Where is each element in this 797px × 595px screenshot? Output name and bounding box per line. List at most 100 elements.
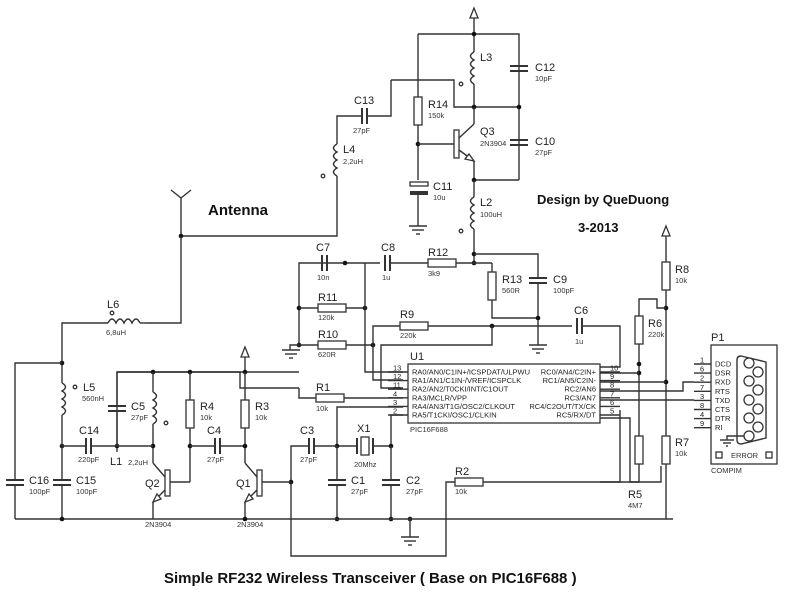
svg-text:560nH: 560nH (82, 394, 104, 403)
svg-text:120k: 120k (318, 313, 335, 322)
svg-text:100pF: 100pF (76, 487, 98, 496)
p1-led-left (715, 451, 723, 459)
resistor-r2: R2 10k (454, 466, 484, 496)
svg-text:C11: C11 (433, 181, 452, 193)
p1-status-label: ERROR (731, 451, 759, 460)
svg-text:27pF: 27pF (535, 148, 553, 157)
pin-name: RC0/AN4/C2IN+ (541, 368, 597, 377)
inductor-l2: L2 100uH (458, 196, 502, 234)
svg-text:C1: C1 (351, 475, 365, 487)
vcc-right (661, 224, 671, 262)
pin-number: 9 (610, 372, 614, 381)
pin-name: RA4/AN3/T1G/OSC2/CLKOUT (412, 402, 515, 411)
svg-text:6,8uH: 6,8uH (106, 328, 126, 337)
capacitor-c13: C13 27pF (353, 95, 374, 135)
pin-number: 6 (700, 365, 704, 374)
pin-name: RC5/RX/DT (556, 411, 596, 420)
antenna-label: Antenna (208, 202, 269, 219)
svg-text:R2: R2 (455, 466, 469, 478)
u1-pin-left: 12 RA1/AN1/C1IN-/VREF/ICSPCLK (388, 372, 521, 385)
pin-name: RA0/AN0/C1IN+/ICSPDAT/ULPWU (412, 368, 530, 377)
pin-number: 13 (393, 364, 401, 373)
svg-text:27pF: 27pF (353, 126, 371, 135)
pin-number: 6 (610, 398, 614, 407)
connector-p1: P1 COMPIM ERROR (710, 332, 778, 475)
inductor-l5: L5 560nH (60, 382, 104, 416)
pin-number: 8 (700, 401, 704, 410)
pin-number: 12 (393, 372, 401, 381)
ground-c9 (529, 344, 547, 354)
ic-u1: U1 PIC16F688 (407, 351, 601, 434)
svg-text:COMPIM: COMPIM (711, 466, 742, 475)
capacitor-c4: C4 27pF (207, 425, 225, 464)
svg-text:2N3904: 2N3904 (145, 520, 171, 529)
capacitor-c5: C5 27pF (108, 401, 149, 422)
pin-number: 2 (393, 407, 397, 416)
svg-text:R11: R11 (318, 292, 337, 304)
svg-text:220k: 220k (648, 330, 665, 339)
pin-number: 4 (393, 389, 397, 398)
pin-name: DCD (715, 360, 732, 369)
svg-text:R6: R6 (648, 318, 662, 330)
svg-text:Q1: Q1 (236, 478, 251, 490)
pin-number: 9 (700, 419, 704, 428)
capacitor-c8: C8 1u (381, 242, 395, 282)
pin-number: 5 (610, 407, 614, 416)
pin-number: 3 (700, 392, 704, 401)
svg-text:C16: C16 (29, 475, 49, 487)
svg-text:2,2uH: 2,2uH (343, 157, 363, 166)
svg-text:P1: P1 (711, 332, 724, 344)
svg-text:C2: C2 (406, 475, 420, 487)
svg-text:L3: L3 (480, 52, 492, 64)
svg-text:150k: 150k (428, 111, 445, 120)
resistor-r9: R9 220k (399, 309, 429, 340)
pin-number: 3 (393, 398, 397, 407)
capacitor-c1: C1 27pF (328, 446, 369, 519)
svg-text:C5: C5 (131, 401, 145, 413)
svg-text:27pF: 27pF (300, 455, 318, 464)
resistor-r3: R3 10k (240, 399, 269, 429)
svg-text:1u: 1u (382, 273, 390, 282)
svg-text:Q3: Q3 (480, 126, 495, 138)
pin-number: 10 (610, 364, 618, 373)
transistor-q3: Q3 2N3904 (453, 107, 506, 163)
svg-text:R8: R8 (675, 264, 689, 276)
svg-text:10k: 10k (675, 276, 687, 285)
resistor-r12: R12 3k9 (427, 247, 457, 278)
svg-text:C8: C8 (381, 242, 395, 254)
svg-text:10k: 10k (316, 404, 328, 413)
svg-text:C7: C7 (316, 242, 330, 254)
svg-text:C3: C3 (300, 425, 314, 437)
designer-label: Design by QueDuong (537, 192, 669, 207)
pin-name: RC2/AN6 (564, 385, 596, 394)
pin-name: RA1/AN1/C1IN-/VREF/ICSPCLK (412, 376, 521, 385)
pin-number: 4 (700, 410, 704, 419)
pin-name: RC1/AN5/C2IN- (543, 376, 597, 385)
svg-text:L2: L2 (480, 197, 492, 209)
svg-text:2N3904: 2N3904 (480, 139, 506, 148)
svg-text:R7: R7 (675, 437, 689, 449)
svg-text:100uH: 100uH (480, 210, 502, 219)
capacitor-c11: C11 10u (409, 181, 452, 202)
ground-c11 (409, 225, 427, 235)
svg-text:C4: C4 (207, 425, 221, 437)
svg-text:2N3904: 2N3904 (237, 520, 263, 529)
crystal-x1: X1 20Mhz (337, 423, 391, 469)
inductor-l1: L1 2,2uH (110, 391, 169, 468)
svg-text:PIC16F688: PIC16F688 (410, 425, 448, 434)
pin-name: RC3/AN7 (564, 393, 596, 402)
vcc-left (240, 345, 250, 372)
svg-text:R13: R13 (502, 274, 522, 286)
transistor-q1: Q1 2N3904 (236, 462, 263, 529)
resistor-r7: R7 10k (661, 435, 689, 465)
pin-name: RC4/C2OUT/TX/CK (529, 402, 596, 411)
resistor-r13: R13 560R (487, 271, 522, 301)
svg-text:X1: X1 (357, 423, 370, 435)
date-label: 3-2013 (578, 220, 618, 235)
